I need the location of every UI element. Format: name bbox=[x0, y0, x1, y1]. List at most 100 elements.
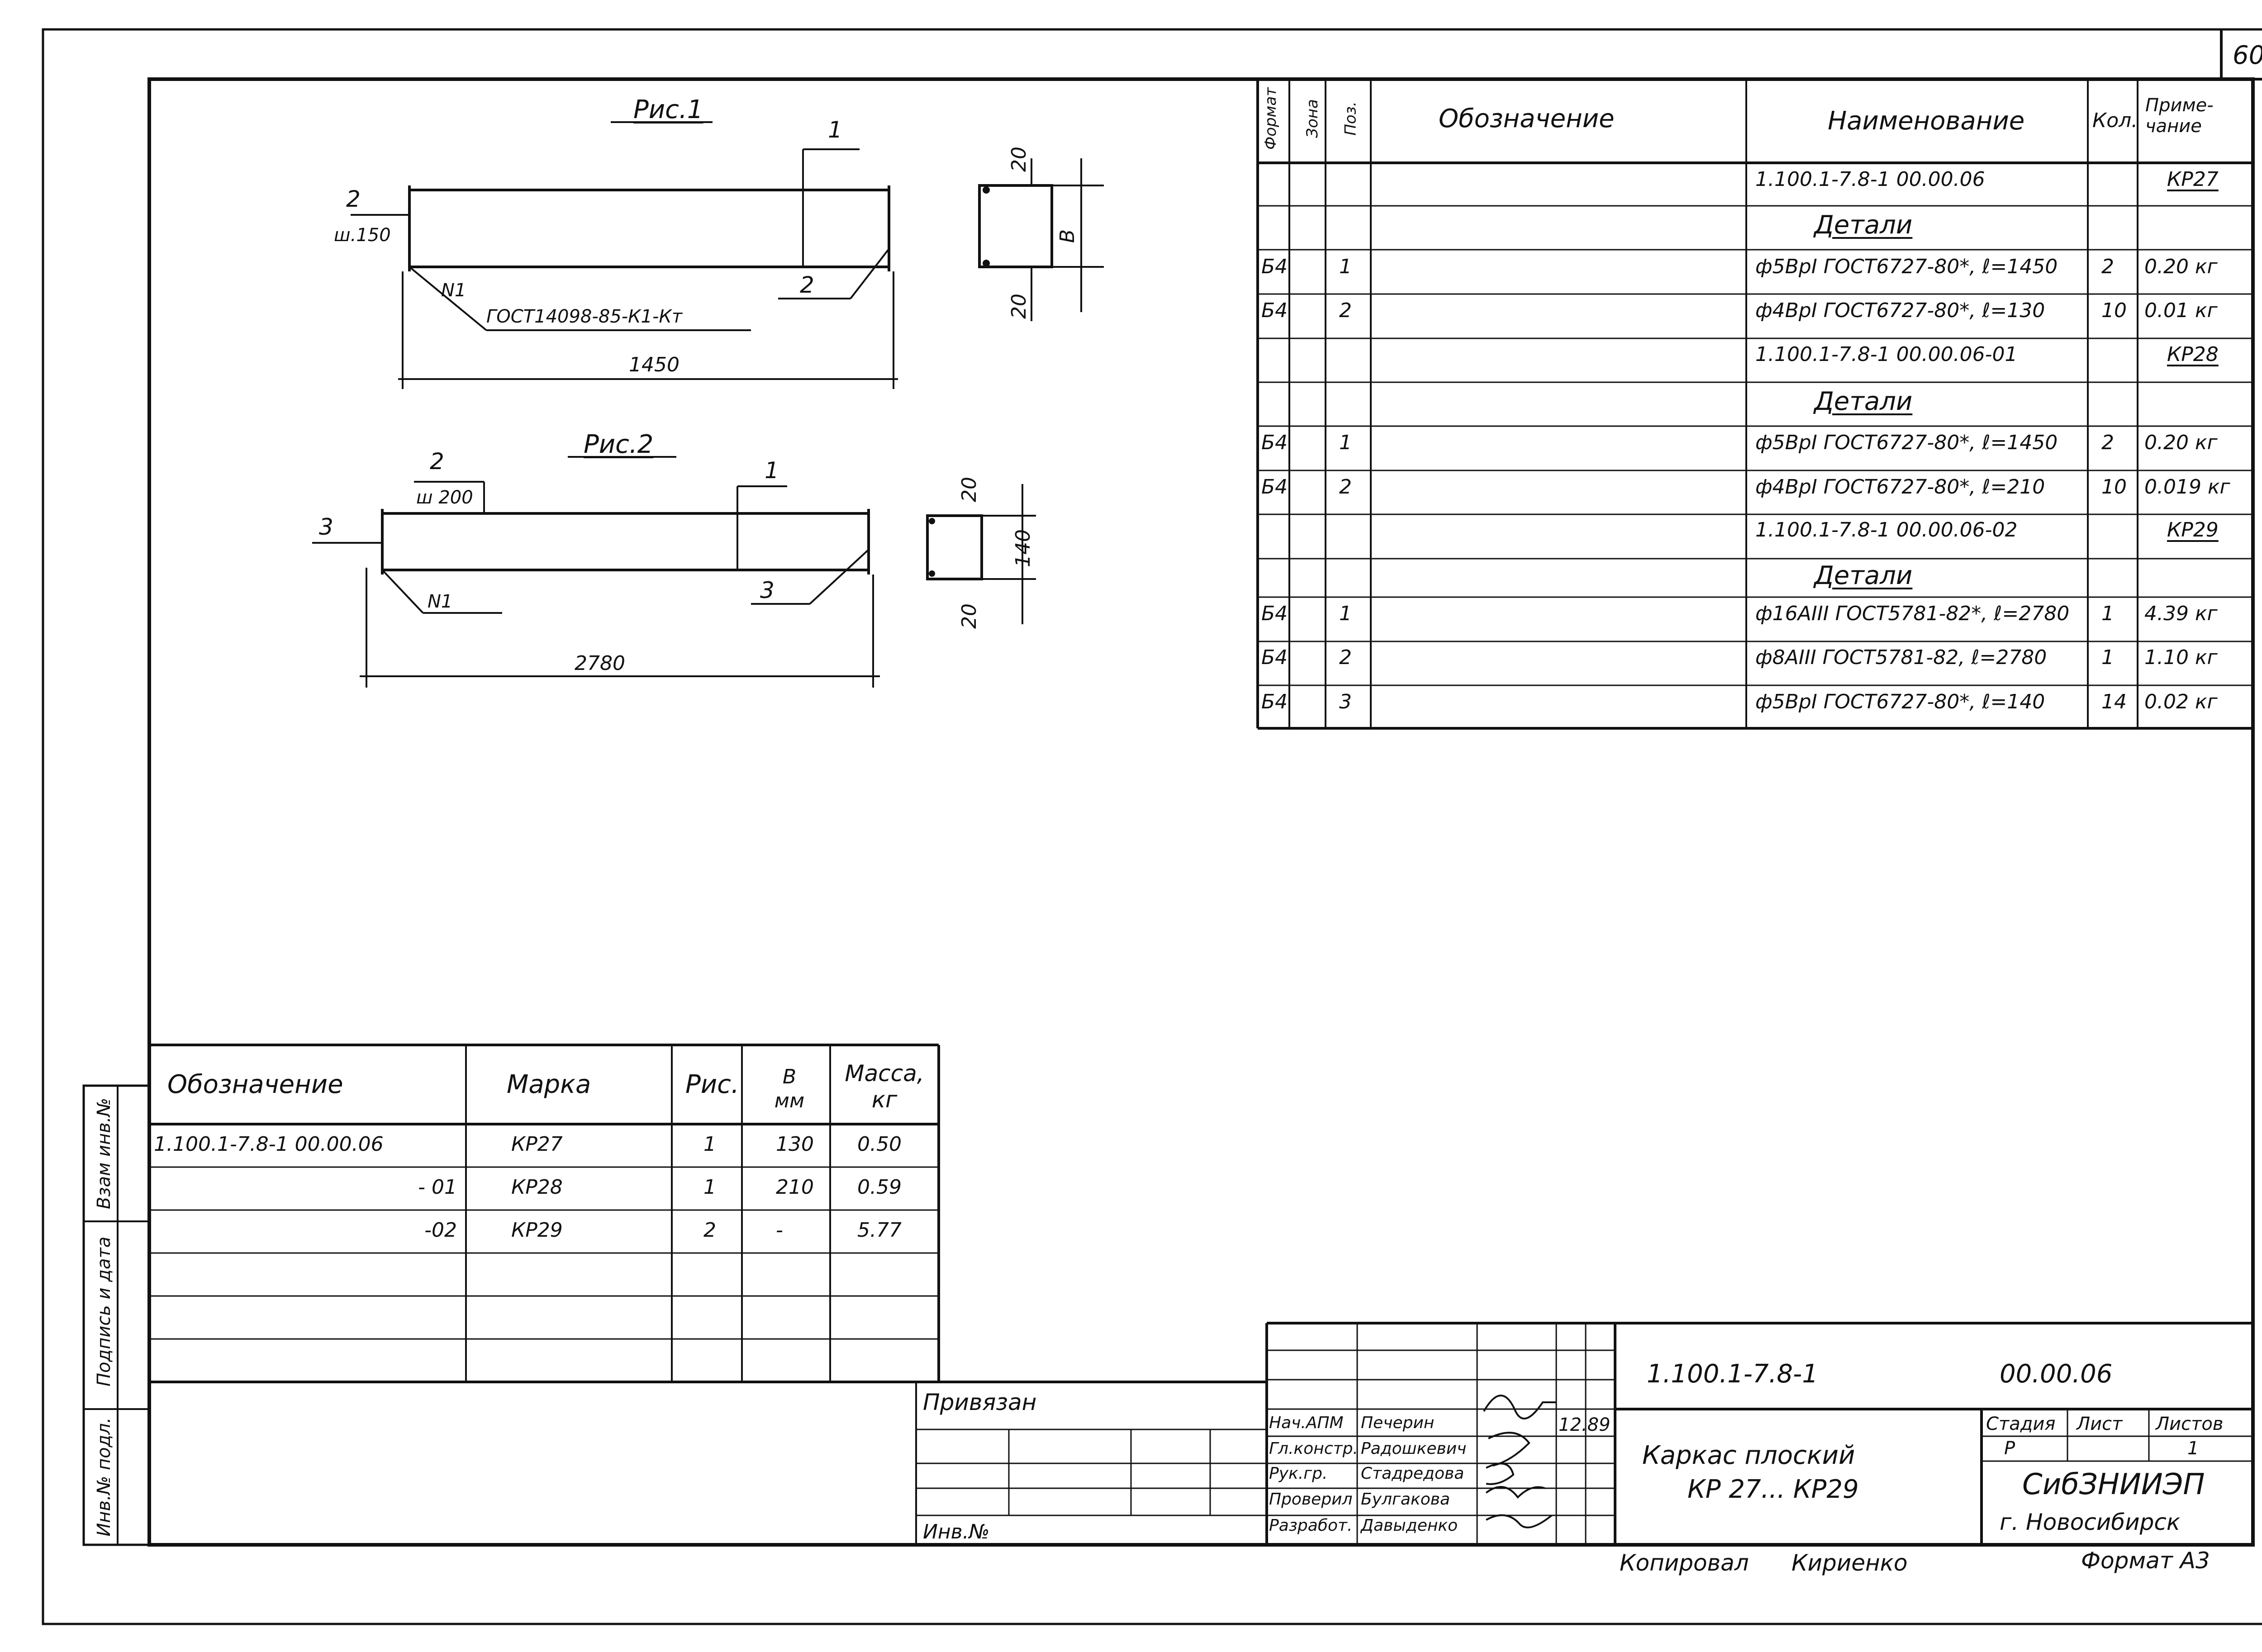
footer-copier-name: Кириенко bbox=[1792, 1550, 1908, 1576]
spec-row-format: Б4 bbox=[1261, 690, 1288, 713]
spec-header-format: Формат bbox=[1261, 87, 1280, 150]
fig2-weld-n1: N1 bbox=[428, 591, 453, 612]
spec-row-name: ф5ВрI ГОСТ6727-80*, ℓ=1450 bbox=[1755, 431, 2058, 454]
title-sheets-value: 1 bbox=[2187, 1438, 2199, 1459]
fig2-section-dim-mid: 140 bbox=[1011, 529, 1035, 567]
spec-header-pos: Поз. bbox=[1341, 101, 1360, 136]
title-doc-code: 1.100.1-7.8-1 bbox=[1647, 1359, 1818, 1389]
title-role: Гл.констр. bbox=[1269, 1439, 1358, 1458]
spec-row-format: Б4 bbox=[1261, 255, 1288, 278]
title-person-name: Булгакова bbox=[1361, 1490, 1450, 1509]
fig1-label-step: ш.150 bbox=[334, 225, 391, 246]
marks-row-designation: - 01 bbox=[418, 1176, 457, 1199]
spec-header-zone: Зона bbox=[1303, 99, 1321, 138]
spec-row-qty: 10 bbox=[2101, 475, 2127, 498]
fig2-section-dim-bottom: 20 bbox=[958, 603, 981, 629]
spec-row-name: ф4ВрI ГОСТ6727-80*, ℓ=210 bbox=[1755, 475, 2045, 498]
page-number: 60 bbox=[2233, 41, 2262, 70]
fig2-label-pos2: 2 bbox=[430, 448, 444, 475]
spec-header-note: Приме-чание bbox=[2145, 95, 2214, 137]
spec-row-format: Б4 bbox=[1261, 646, 1288, 669]
title-role: Рук.гр. bbox=[1269, 1464, 1328, 1483]
spec-row-section-title: Детали bbox=[1814, 210, 1913, 240]
spec-row-position: 3 bbox=[1339, 690, 1352, 713]
spec-row-name: 1.100.1-7.8-1 00.00.06 bbox=[1755, 168, 1985, 191]
spec-row-format: Б4 bbox=[1261, 431, 1288, 454]
marks-row-figure: 1 bbox=[703, 1176, 716, 1199]
binding-label: Привязан bbox=[923, 1389, 1037, 1415]
fig2-length-dim: 2780 bbox=[575, 652, 625, 675]
spec-row-qty: 14 bbox=[2101, 690, 2127, 713]
marks-row-mark: КР27 bbox=[511, 1133, 563, 1156]
spec-row-name: ф16АIII ГОСТ5781-82*, ℓ=2780 bbox=[1755, 602, 2070, 625]
spec-row-position: 2 bbox=[1339, 646, 1352, 669]
spec-row-section-title: Детали bbox=[1814, 561, 1913, 590]
side-stamp-inventory: Инв.№ подл. bbox=[94, 1417, 114, 1537]
title-date: 12.89 bbox=[1559, 1415, 1611, 1435]
title-doc-suffix: 00.00.06 bbox=[2000, 1359, 2113, 1389]
fig1-label-pos2: 2 bbox=[346, 186, 361, 212]
spec-row-note: 0.01 кг bbox=[2144, 299, 2218, 322]
spec-row-position: 1 bbox=[1339, 431, 1352, 454]
footer-format: Формат А3 bbox=[2081, 1548, 2210, 1574]
marks-header-fig: Рис. bbox=[685, 1070, 739, 1099]
figure-2-title: Рис.2 bbox=[584, 430, 654, 459]
title-city: г. Новосибирск bbox=[2000, 1509, 2181, 1535]
spec-row-note: 1.10 кг bbox=[2144, 646, 2218, 669]
spec-row-qty: 2 bbox=[2101, 431, 2114, 454]
side-stamp-signature-date: Подпись и дата bbox=[94, 1236, 114, 1386]
title-sheets-label: Листов bbox=[2156, 1414, 2224, 1434]
fig2-label-step: ш 200 bbox=[416, 487, 473, 508]
title-person-name: Стадредова bbox=[1361, 1464, 1464, 1483]
marks-row-b: 210 bbox=[776, 1176, 814, 1199]
marks-row-b: - bbox=[776, 1219, 783, 1242]
spec-row-note: КР29 bbox=[2167, 518, 2219, 541]
fig1-weld-n1: N1 bbox=[441, 280, 466, 301]
title-person-name: Давыденко bbox=[1361, 1516, 1458, 1535]
spec-row-name: 1.100.1-7.8-1 00.00.06-02 bbox=[1755, 518, 2018, 541]
fig2-label-pos1: 1 bbox=[765, 457, 779, 484]
spec-row-position: 2 bbox=[1339, 299, 1352, 322]
fig1-label-pos2b: 2 bbox=[800, 272, 814, 298]
marks-header-designation: Обозначение bbox=[167, 1070, 343, 1099]
marks-row-designation: 1.100.1-7.8-1 00.00.06 bbox=[154, 1133, 384, 1156]
title-stage-value: Р bbox=[2004, 1438, 2015, 1459]
spec-row-qty: 1 bbox=[2101, 646, 2114, 669]
spec-row-note: 0.20 кг bbox=[2144, 431, 2218, 454]
marks-row-figure: 1 bbox=[703, 1133, 716, 1156]
spec-row-name: 1.100.1-7.8-1 00.00.06-01 bbox=[1755, 343, 2018, 366]
side-stamp-replacement: Взам инв.№ bbox=[94, 1097, 114, 1210]
marks-row-b: 130 bbox=[776, 1133, 814, 1156]
spec-row-note: 4.39 кг bbox=[2144, 602, 2218, 625]
marks-header-b: В мм bbox=[774, 1065, 805, 1112]
marks-header-mark: Марка bbox=[507, 1070, 591, 1099]
spec-row-note: 0.019 кг bbox=[2144, 475, 2230, 498]
marks-row-mass: 5.77 bbox=[857, 1219, 902, 1242]
fig2-section-dim-top: 20 bbox=[958, 477, 981, 502]
title-stage-label: Стадия bbox=[1986, 1414, 2056, 1434]
binding-inventory-label: Инв.№ bbox=[923, 1520, 990, 1543]
fig2-label-pos3-left: 3 bbox=[319, 514, 333, 540]
spec-row-position: 2 bbox=[1339, 475, 1352, 498]
title-organization: СибЗНИИЭП bbox=[2022, 1468, 2205, 1501]
spec-row-name: ф4ВрI ГОСТ6727-80*, ℓ=130 bbox=[1755, 299, 2045, 322]
fig1-section-dim-top: 20 bbox=[1007, 147, 1031, 172]
spec-row-section-title: Детали bbox=[1814, 387, 1913, 416]
spec-row-note: КР28 bbox=[2167, 343, 2219, 366]
marks-row-mark: КР28 bbox=[511, 1176, 563, 1199]
spec-row-position: 1 bbox=[1339, 602, 1352, 625]
title-role: Проверил bbox=[1269, 1490, 1353, 1509]
fig1-weld-gost: ГОСТ14098-85-К1-Кт bbox=[486, 306, 683, 327]
spec-row-qty: 1 bbox=[2101, 602, 2114, 625]
spec-header-designation: Обозначение bbox=[1439, 104, 1615, 133]
spec-row-format: Б4 bbox=[1261, 475, 1288, 498]
fig2-label-pos3-right: 3 bbox=[760, 577, 775, 603]
title-name-line2: КР 27... КР29 bbox=[1687, 1475, 1859, 1504]
title-role: Нач.АПМ bbox=[1269, 1414, 1344, 1432]
spec-row-name: ф5ВрI ГОСТ6727-80*, ℓ=140 bbox=[1755, 690, 2045, 713]
marks-header-mass: Масса, кг bbox=[845, 1060, 924, 1113]
fig1-length-dim: 1450 bbox=[629, 353, 680, 376]
title-sheet-label: Лист bbox=[2077, 1414, 2123, 1434]
marks-row-mass: 0.59 bbox=[857, 1176, 902, 1199]
